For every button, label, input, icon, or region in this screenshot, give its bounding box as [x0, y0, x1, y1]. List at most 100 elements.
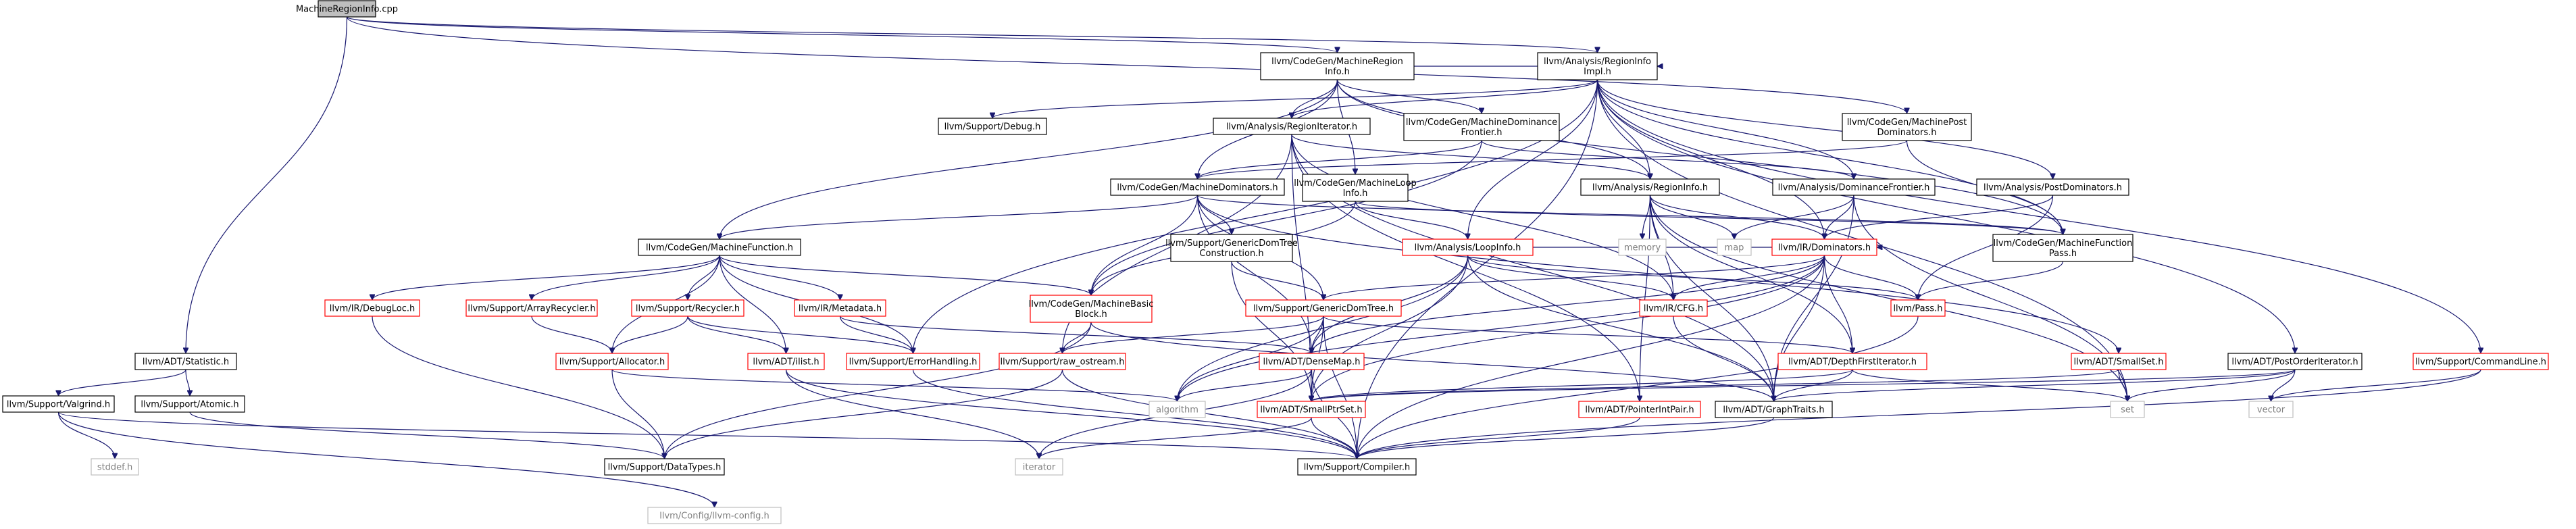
node-mri[interactable]: llvm/CodeGen/MachineRegionInfo.h — [1260, 52, 1415, 80]
node-eh[interactable]: llvm/Support/ErrorHandling.h — [846, 353, 980, 370]
node-label: MachineRegionInfo.cpp — [296, 5, 398, 15]
node-dom[interactable]: llvm/IR/Dominators.h — [1771, 238, 1877, 256]
node-label: llvm/ADT/DepthFirstIterator.h — [1788, 357, 1917, 368]
node-ros[interactable]: llvm/Support/raw_ostream.h — [999, 353, 1126, 370]
node-mdom[interactable]: llvm/CodeGen/MachineDominators.h — [1110, 178, 1285, 196]
node-meta[interactable]: llvm/IR/Metadata.h — [794, 299, 886, 317]
edge-dmap-to-algo — [1178, 369, 1313, 402]
edge-rii-to-ri — [1596, 79, 1650, 179]
node-box — [1537, 52, 1658, 80]
edge-dom-to-gt — [1774, 255, 1825, 401]
node-dbg[interactable]: llvm/Support/Debug.h — [938, 118, 1047, 135]
edge-meta-to-eh — [839, 316, 913, 354]
edge-dl-to-dt — [372, 316, 665, 459]
edge-dom-to-cfg — [1673, 255, 1825, 301]
node-box — [2071, 353, 2167, 370]
node-poi[interactable]: llvm/ADT/PostOrderIterator.h — [2227, 353, 2363, 370]
edge-gdtc-to-gdt — [1231, 261, 1323, 301]
edge-ri-to-map — [1649, 195, 1735, 240]
edge-cl-to-vector — [2271, 369, 2481, 402]
node-sps[interactable]: llvm/ADT/SmallPtrSet.h — [1257, 401, 1366, 418]
node-box — [1715, 401, 1833, 418]
node-ri[interactable]: llvm/Analysis/RegionInfo.h — [1580, 178, 1720, 196]
node-box — [794, 299, 886, 317]
node-box — [846, 353, 980, 370]
edge-rit-to-cfg — [1291, 134, 1673, 300]
node-gt[interactable]: llvm/ADT/GraphTraits.h — [1715, 401, 1833, 418]
node-gdtc[interactable]: llvm/Support/GenericDomTreeConstruction.… — [1165, 234, 1298, 262]
edge-rii-to-rit — [1292, 79, 1598, 119]
edge-rii-to-pdom — [1596, 79, 2053, 179]
node-label: llvm/CodeGen/MachineFunction — [1994, 238, 2133, 249]
edge-sps-to-comp — [1311, 417, 1357, 459]
node-label: llvm/Support/Recycler.h — [636, 304, 740, 314]
node-box — [1618, 238, 1667, 256]
node-dl[interactable]: llvm/IR/DebugLoc.h — [324, 299, 420, 317]
node-dmap[interactable]: llvm/ADT/DenseMap.h — [1259, 353, 1365, 370]
node-comp[interactable]: llvm/Support/Compiler.h — [1297, 458, 1417, 476]
edge-rec-to-ilist — [687, 316, 786, 354]
node-box — [1297, 458, 1417, 476]
edge-mf-to-rec — [688, 255, 720, 300]
node-cfgh: llvm/Config/llvm-config.h — [647, 507, 782, 524]
node-pass[interactable]: llvm/Pass.h — [1890, 299, 1946, 317]
node-box — [1302, 174, 1409, 202]
node-cfg[interactable]: llvm/IR/CFG.h — [1639, 299, 1708, 317]
node-alloc[interactable]: llvm/Support/Allocator.h — [555, 353, 669, 370]
edge-gdt-to-comp — [1323, 316, 1357, 459]
edge-root-to-stat — [186, 16, 348, 353]
edge-rii-to-dbg — [992, 79, 1598, 119]
node-label: algorithm — [1156, 405, 1198, 415]
edge-dfi-to-sps — [1311, 369, 1853, 402]
node-arec[interactable]: llvm/Support/ArrayRecycler.h — [465, 299, 598, 317]
node-rit[interactable]: llvm/Analysis/RegionIterator.h — [1213, 118, 1371, 135]
node-df[interactable]: llvm/Analysis/DominanceFrontier.h — [1772, 178, 1936, 196]
node-box — [134, 395, 245, 413]
node-label: Block.h — [1075, 309, 1107, 320]
edge-root-to-mpd — [346, 16, 1907, 114]
edge-gdt-to-ros — [1063, 316, 1324, 354]
node-label: llvm/CodeGen/MachineRegion — [1271, 57, 1403, 67]
node-mf[interactable]: llvm/CodeGen/MachineFunction.h — [638, 238, 801, 256]
node-cl[interactable]: llvm/Support/CommandLine.h — [2413, 353, 2549, 370]
node-li[interactable]: llvm/Analysis/LoopInfo.h — [1402, 238, 1534, 256]
node-box — [1842, 113, 1972, 141]
edge-mpd-to-mdom — [1198, 140, 1908, 180]
node-pdom[interactable]: llvm/Analysis/PostDominators.h — [1976, 178, 2129, 196]
node-dt[interactable]: llvm/Support/DataTypes.h — [604, 458, 725, 476]
edge-mf-to-arec — [532, 255, 720, 301]
node-label: llvm/ADT/Statistic.h — [143, 357, 229, 368]
node-label: llvm/Support/Compiler.h — [1304, 463, 1410, 473]
edge-dom-to-dmap — [1312, 255, 1825, 353]
edge-gdtc-to-sps — [1231, 261, 1311, 401]
node-box — [1170, 234, 1293, 262]
node-dfi[interactable]: llvm/ADT/DepthFirstIterator.h — [1777, 353, 1927, 370]
edge-ros-to-dt — [665, 369, 1063, 459]
node-box — [604, 458, 725, 476]
edge-mfp-to-pass — [1918, 261, 2064, 301]
node-box — [318, 0, 376, 18]
node-sset[interactable]: llvm/ADT/SmallSet.h — [2071, 353, 2167, 370]
node-box — [1148, 401, 1206, 418]
node-box — [555, 353, 669, 370]
node-pip[interactable]: llvm/ADT/PointerIntPair.h — [1578, 401, 1701, 418]
node-box — [1015, 458, 1063, 476]
edge-li-to-algo — [1178, 255, 1469, 401]
node-box — [631, 299, 744, 317]
node-box — [1402, 238, 1534, 256]
node-root[interactable]: MachineRegionInfo.cpp — [296, 0, 398, 18]
node-box — [647, 507, 782, 524]
node-gdt[interactable]: llvm/Support/GenericDomTree.h — [1245, 299, 1402, 317]
node-stat[interactable]: llvm/ADT/Statistic.h — [134, 353, 237, 370]
node-vg[interactable]: llvm/Support/Valgrind.h — [2, 395, 115, 413]
node-atom[interactable]: llvm/Support/Atomic.h — [134, 395, 245, 413]
node-rec[interactable]: llvm/Support/Recycler.h — [631, 299, 744, 317]
node-ilist[interactable]: llvm/ADT/ilist.h — [747, 353, 825, 370]
node-label: llvm/Support/Debug.h — [944, 122, 1041, 132]
